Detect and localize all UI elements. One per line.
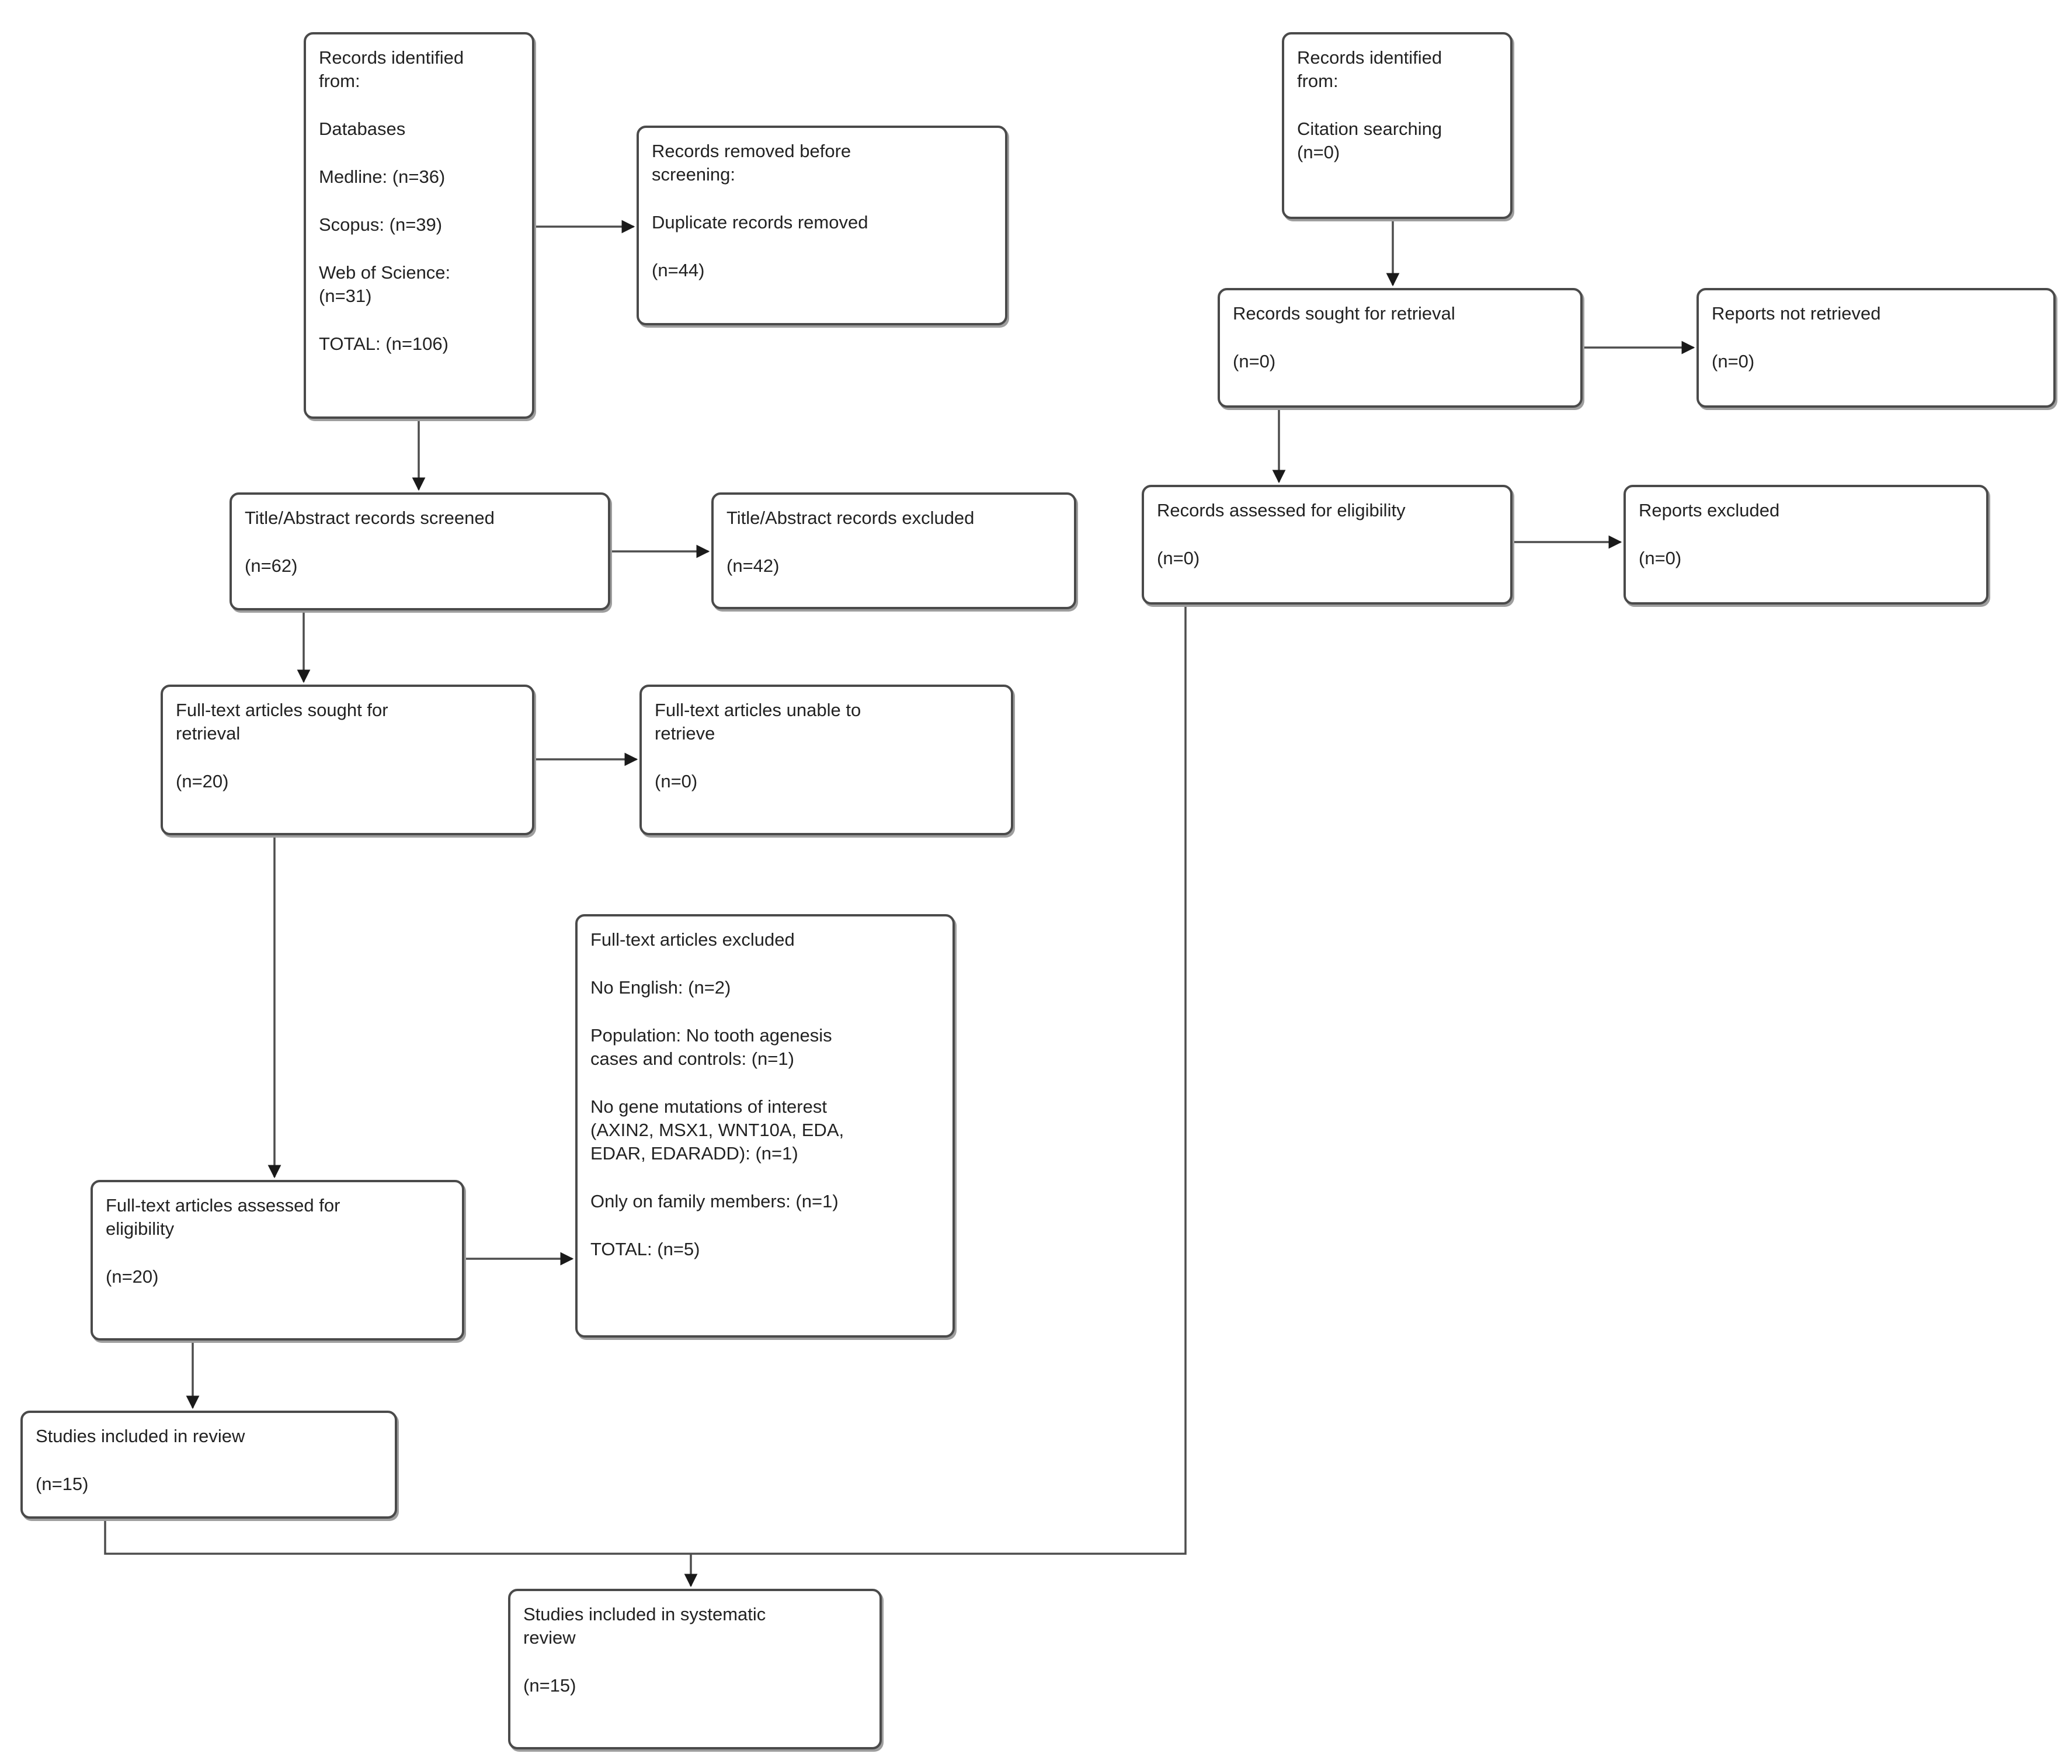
box-records-removed-before-screening: Records removed before screening: Duplica… (637, 126, 1007, 325)
box-reports-excluded: Reports excluded (n=0) (1623, 485, 1988, 605)
box-full-text-sought-retrieval-text-1: (n=20) (176, 771, 229, 791)
box-full-text-unable-retrieve-text-1: (n=0) (655, 771, 698, 791)
box-reports-not-retrieved-text-1: (n=0) (1712, 351, 1755, 371)
box-title-abstract-records-screened: Title/Abstract records screened (n=62) (230, 492, 610, 610)
box-records-identified-citation-text-1: Citation searching (n=0) (1297, 119, 1442, 162)
box-title-abstract-records-excluded-text-1: (n=42) (726, 555, 780, 576)
box-full-text-excluded-text-0: Full-text articles excluded (590, 929, 795, 950)
box-title-abstract-records-screened-text-0: Title/Abstract records screened (245, 508, 495, 528)
box-records-identified-databases-text-1: Databases (319, 119, 406, 139)
box-records-sought-retrieval-text-1: (n=0) (1233, 351, 1276, 371)
box-full-text-assessed-eligibility-text-1: (n=20) (106, 1266, 159, 1287)
box-records-identified-citation-text-0: Records identified from: (1297, 47, 1442, 91)
box-records-sought-retrieval: Records sought for retrieval (n=0) (1218, 288, 1583, 408)
box-reports-not-retrieved: Reports not retrieved (n=0) (1696, 288, 2056, 408)
box-studies-included-systematic-review: Studies included in systematic review (n=… (508, 1589, 882, 1749)
box-studies-included-review: Studies included in review (n=15) (20, 1411, 397, 1519)
box-full-text-excluded: Full-text articles excluded No English: (… (575, 914, 955, 1338)
box-records-removed-before-screening-text-2: (n=44) (652, 260, 705, 280)
connector-studies-included-review--records-assessed-eligibility (104, 605, 1187, 1555)
box-full-text-unable-retrieve-text-0: Full-text articles unable to retrieve (655, 700, 861, 744)
box-records-removed-before-screening-text-0: Records removed before screening: (652, 141, 851, 185)
box-full-text-excluded-text-4: Only on family members: (n=1) (590, 1191, 839, 1211)
box-reports-excluded-text-0: Reports excluded (1639, 500, 1780, 520)
box-title-abstract-records-excluded: Title/Abstract records excluded (n=42) (711, 492, 1076, 609)
box-full-text-excluded-text-1: No English: (n=2) (590, 977, 731, 998)
box-title-abstract-records-excluded-text-0: Title/Abstract records excluded (726, 508, 975, 528)
box-records-identified-databases-text-0: Records identified from: (319, 47, 464, 91)
box-records-identified-citation: Records identified from: Citation searchi… (1282, 32, 1513, 219)
box-full-text-sought-retrieval-text-0: Full-text articles sought for retrieval (176, 700, 388, 744)
box-records-identified-databases-text-3: Scopus: (n=39) (319, 214, 443, 235)
box-full-text-assessed-eligibility-text-0: Full-text articles assessed for eligibil… (106, 1195, 340, 1239)
box-reports-not-retrieved-text-0: Reports not retrieved (1712, 303, 1881, 324)
box-records-identified-databases-text-5: TOTAL: (n=106) (319, 334, 449, 354)
box-full-text-sought-retrieval: Full-text articles sought for retrieval (… (161, 685, 534, 835)
box-studies-included-review-text-0: Studies included in review (36, 1426, 245, 1446)
box-records-identified-databases-text-2: Medline: (n=36) (319, 166, 446, 187)
box-studies-included-systematic-review-text-0: Studies included in systematic review (523, 1604, 766, 1648)
box-title-abstract-records-screened-text-1: (n=62) (245, 555, 298, 576)
box-full-text-excluded-text-2: Population: No tooth agenesis cases and … (590, 1025, 832, 1069)
box-full-text-excluded-text-3: No gene mutations of interest (AXIN2, MS… (590, 1096, 844, 1164)
box-full-text-excluded-text-5: TOTAL: (n=5) (590, 1239, 700, 1259)
box-studies-included-systematic-review-text-1: (n=15) (523, 1675, 576, 1696)
box-records-sought-retrieval-text-0: Records sought for retrieval (1233, 303, 1455, 324)
box-records-assessed-eligibility-text-0: Records assessed for eligibility (1157, 500, 1406, 520)
box-records-assessed-eligibility-text-1: (n=0) (1157, 548, 1200, 568)
box-records-identified-databases-text-4: Web of Science: (n=31) (319, 262, 451, 306)
box-records-assessed-eligibility: Records assessed for eligibility (n=0) (1142, 485, 1513, 605)
box-reports-excluded-text-1: (n=0) (1639, 548, 1682, 568)
box-full-text-assessed-eligibility: Full-text articles assessed for eligibil… (91, 1180, 464, 1341)
box-full-text-unable-retrieve: Full-text articles unable to retrieve (n=… (639, 685, 1013, 835)
box-studies-included-review-text-1: (n=15) (36, 1474, 89, 1494)
box-records-removed-before-screening-text-1: Duplicate records removed (652, 212, 868, 232)
